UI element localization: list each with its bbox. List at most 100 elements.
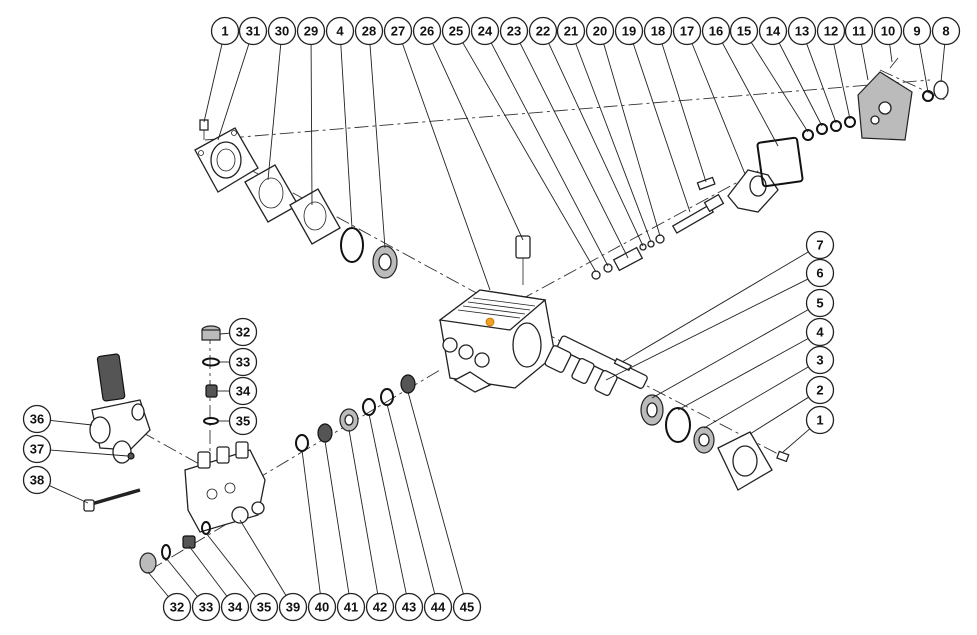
callout-number: 8 <box>942 24 949 39</box>
leader-line-30 <box>267 44 282 181</box>
callout-19: 19 <box>614 16 644 46</box>
parts <box>83 57 949 574</box>
callout-circle <box>441 16 471 46</box>
axis-head-lower <box>149 509 251 571</box>
leader-line-19 <box>632 43 691 213</box>
callout-number: 28 <box>362 24 376 39</box>
rear-flange <box>194 127 259 193</box>
callout-35: 35 <box>228 406 258 436</box>
callout-circle <box>325 16 355 46</box>
gasket-30 <box>244 164 299 223</box>
callout-32: 32 <box>228 317 258 347</box>
callout-circle <box>729 16 759 46</box>
oring-4-lower <box>665 407 691 443</box>
callout-4: 4 <box>325 16 355 46</box>
callout-43: 43 <box>394 592 424 622</box>
callout-number: 13 <box>795 24 809 39</box>
callout-32: 32 <box>162 592 192 622</box>
callout-circle <box>365 592 395 622</box>
unloader-valve <box>89 353 151 464</box>
leader-line-20 <box>603 43 661 237</box>
callout-29: 29 <box>296 16 326 46</box>
ring-13 <box>830 120 842 132</box>
washer-24 <box>603 263 613 273</box>
leader-line-10 <box>889 44 893 63</box>
leader-line-8 <box>940 44 946 83</box>
callout-circle <box>394 592 424 622</box>
leader-line-41 <box>324 440 350 594</box>
leader-line-38 <box>49 485 89 504</box>
ring-14 <box>816 123 828 135</box>
axis-cover <box>879 69 946 101</box>
washer-20 <box>655 234 665 244</box>
callout-circle <box>238 16 268 46</box>
callout-number: 27 <box>391 24 405 39</box>
callout-circle <box>805 288 835 318</box>
callout-circle <box>701 16 731 46</box>
callout-circle <box>470 16 500 46</box>
callout-circle <box>210 16 240 46</box>
callout-circle <box>528 16 558 46</box>
crankcase <box>438 289 556 393</box>
callout-circle <box>228 406 258 436</box>
leader-line-34 <box>188 545 228 597</box>
gasket-29 <box>289 188 341 245</box>
callout-number: 4 <box>816 325 824 340</box>
callout-circle <box>22 465 52 495</box>
callout-circle <box>805 317 835 347</box>
seal-45 <box>400 374 416 394</box>
callout-circle <box>412 16 442 46</box>
callout-number: 34 <box>228 600 243 615</box>
plug-stack-lower <box>139 521 211 574</box>
callout-22: 22 <box>528 16 558 46</box>
callout-circle <box>873 16 903 46</box>
callout-number: 1 <box>816 413 823 428</box>
leader-line-32 <box>219 332 230 335</box>
callout-30: 30 <box>267 16 297 46</box>
leader-lines <box>49 42 946 597</box>
axis-valve <box>119 419 211 471</box>
callout-5: 5 <box>805 288 835 318</box>
callout-circle <box>228 347 258 377</box>
leader-line-32 <box>147 571 169 597</box>
leader-line-33 <box>165 557 198 597</box>
callout-circle <box>307 592 337 622</box>
callout-number: 38 <box>30 473 44 488</box>
leader-line-1 <box>782 428 811 453</box>
callout-17: 17 <box>672 16 702 46</box>
callout-24: 24 <box>470 16 500 46</box>
plug-8 <box>933 80 949 100</box>
callout-number: 20 <box>593 24 607 39</box>
leader-line-16 <box>722 42 779 147</box>
callout-number: 26 <box>420 24 434 39</box>
callout-circle <box>931 16 961 46</box>
ring-22 <box>639 243 647 251</box>
callout-number: 3 <box>816 353 823 368</box>
leader-line-3 <box>703 366 809 429</box>
leader-line-24 <box>490 42 609 267</box>
callout-circle <box>336 592 366 622</box>
callout-circle <box>296 16 326 46</box>
callout-40: 40 <box>307 592 337 622</box>
callout-number: 9 <box>913 24 920 39</box>
callout-2: 2 <box>805 375 835 405</box>
leader-line-42 <box>348 429 379 594</box>
leader-line-17 <box>691 43 746 175</box>
leader-line-12 <box>833 44 851 120</box>
ring-44 <box>380 388 394 406</box>
callout-number: 17 <box>680 24 694 39</box>
leader-line-9 <box>918 44 929 93</box>
callout-number: 15 <box>737 24 751 39</box>
callout-number: 42 <box>373 600 387 615</box>
callout-45: 45 <box>452 592 482 622</box>
callout-number: 5 <box>816 296 823 311</box>
callout-number: 32 <box>170 600 184 615</box>
callout-circle <box>228 376 258 406</box>
callout-44: 44 <box>423 592 453 622</box>
callout-26: 26 <box>412 16 442 46</box>
flange-bolt-top <box>199 119 209 140</box>
oring-4-upper <box>340 227 364 263</box>
callout-3: 3 <box>805 345 835 375</box>
callout-number: 40 <box>315 600 329 615</box>
